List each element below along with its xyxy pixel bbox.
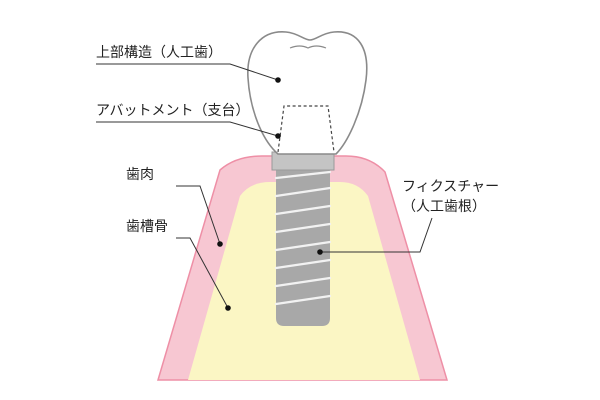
leader-bone	[176, 237, 229, 309]
label-fixture: フィクスチャー （人工歯根）	[402, 177, 499, 217]
marker-abutment	[275, 133, 281, 139]
fixture-threads	[274, 170, 332, 306]
label-gum: 歯肉	[126, 167, 154, 183]
marker-bone	[225, 305, 231, 311]
label-bone: 歯槽骨	[126, 219, 168, 235]
marker-fixture	[317, 249, 323, 255]
implant-crown	[247, 31, 368, 155]
leader-crown	[96, 63, 279, 81]
label-fixture-line1: フィクスチャー	[402, 179, 500, 195]
abutment-hidden-outline	[277, 105, 335, 153]
marker-dots	[217, 77, 323, 311]
leader-abutment	[96, 121, 279, 137]
leader-fixture	[320, 217, 433, 253]
marker-gum	[217, 241, 223, 247]
crown-groove	[289, 45, 327, 49]
label-abutment: アバットメント（支台）	[96, 103, 250, 119]
leader-gum	[176, 185, 221, 245]
marker-crown	[275, 77, 281, 83]
label-fixture-line2: （人工歯根）	[402, 199, 486, 215]
label-crown: 上部構造（人工歯）	[96, 45, 222, 61]
leader-lines	[96, 63, 433, 309]
